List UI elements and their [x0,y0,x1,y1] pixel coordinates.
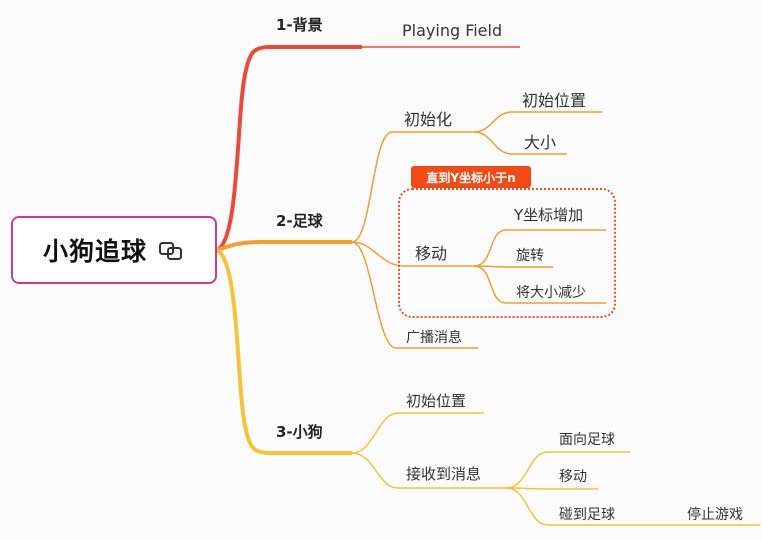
topic-football-init-position[interactable]: 初始位置 [522,91,587,110]
topic-football-init-size[interactable]: 大小 [524,133,557,152]
branch-puppy[interactable]: 3-小狗 [276,423,323,441]
branch-football[interactable]: 2-足球 [276,212,323,230]
topic-football-shrink[interactable]: 将大小减少 [516,285,586,301]
topic-puppy-face-ball[interactable]: 面向足球 [559,432,615,448]
topic-puppy-receive-message[interactable]: 接收到消息 [406,465,482,483]
topic-puppy-touch-ball[interactable]: 碰到足球 [559,507,615,523]
topic-football-rotate[interactable]: 旋转 [516,248,544,264]
branch-background[interactable]: 1-背景 [276,16,323,34]
boundary-label[interactable]: 直到Y坐标小于n [411,166,531,188]
boundary-box [398,188,616,318]
topic-playing-field[interactable]: Playing Field [402,21,503,40]
link-icon[interactable] [157,238,185,262]
topic-puppy-stop-game[interactable]: 停止游戏 [687,507,743,523]
topic-puppy-init-position[interactable]: 初始位置 [406,392,467,410]
topic-puppy-move[interactable]: 移动 [559,469,587,485]
topic-football-init[interactable]: 初始化 [404,110,453,129]
topic-football-broadcast[interactable]: 广播消息 [406,330,462,346]
central-topic-title: 小狗追球 [42,237,147,266]
topic-football-y-increase[interactable]: Y坐标增加 [514,206,584,224]
topic-football-move[interactable]: 移动 [415,244,448,263]
central-topic[interactable]: 小狗追球 [11,216,217,284]
